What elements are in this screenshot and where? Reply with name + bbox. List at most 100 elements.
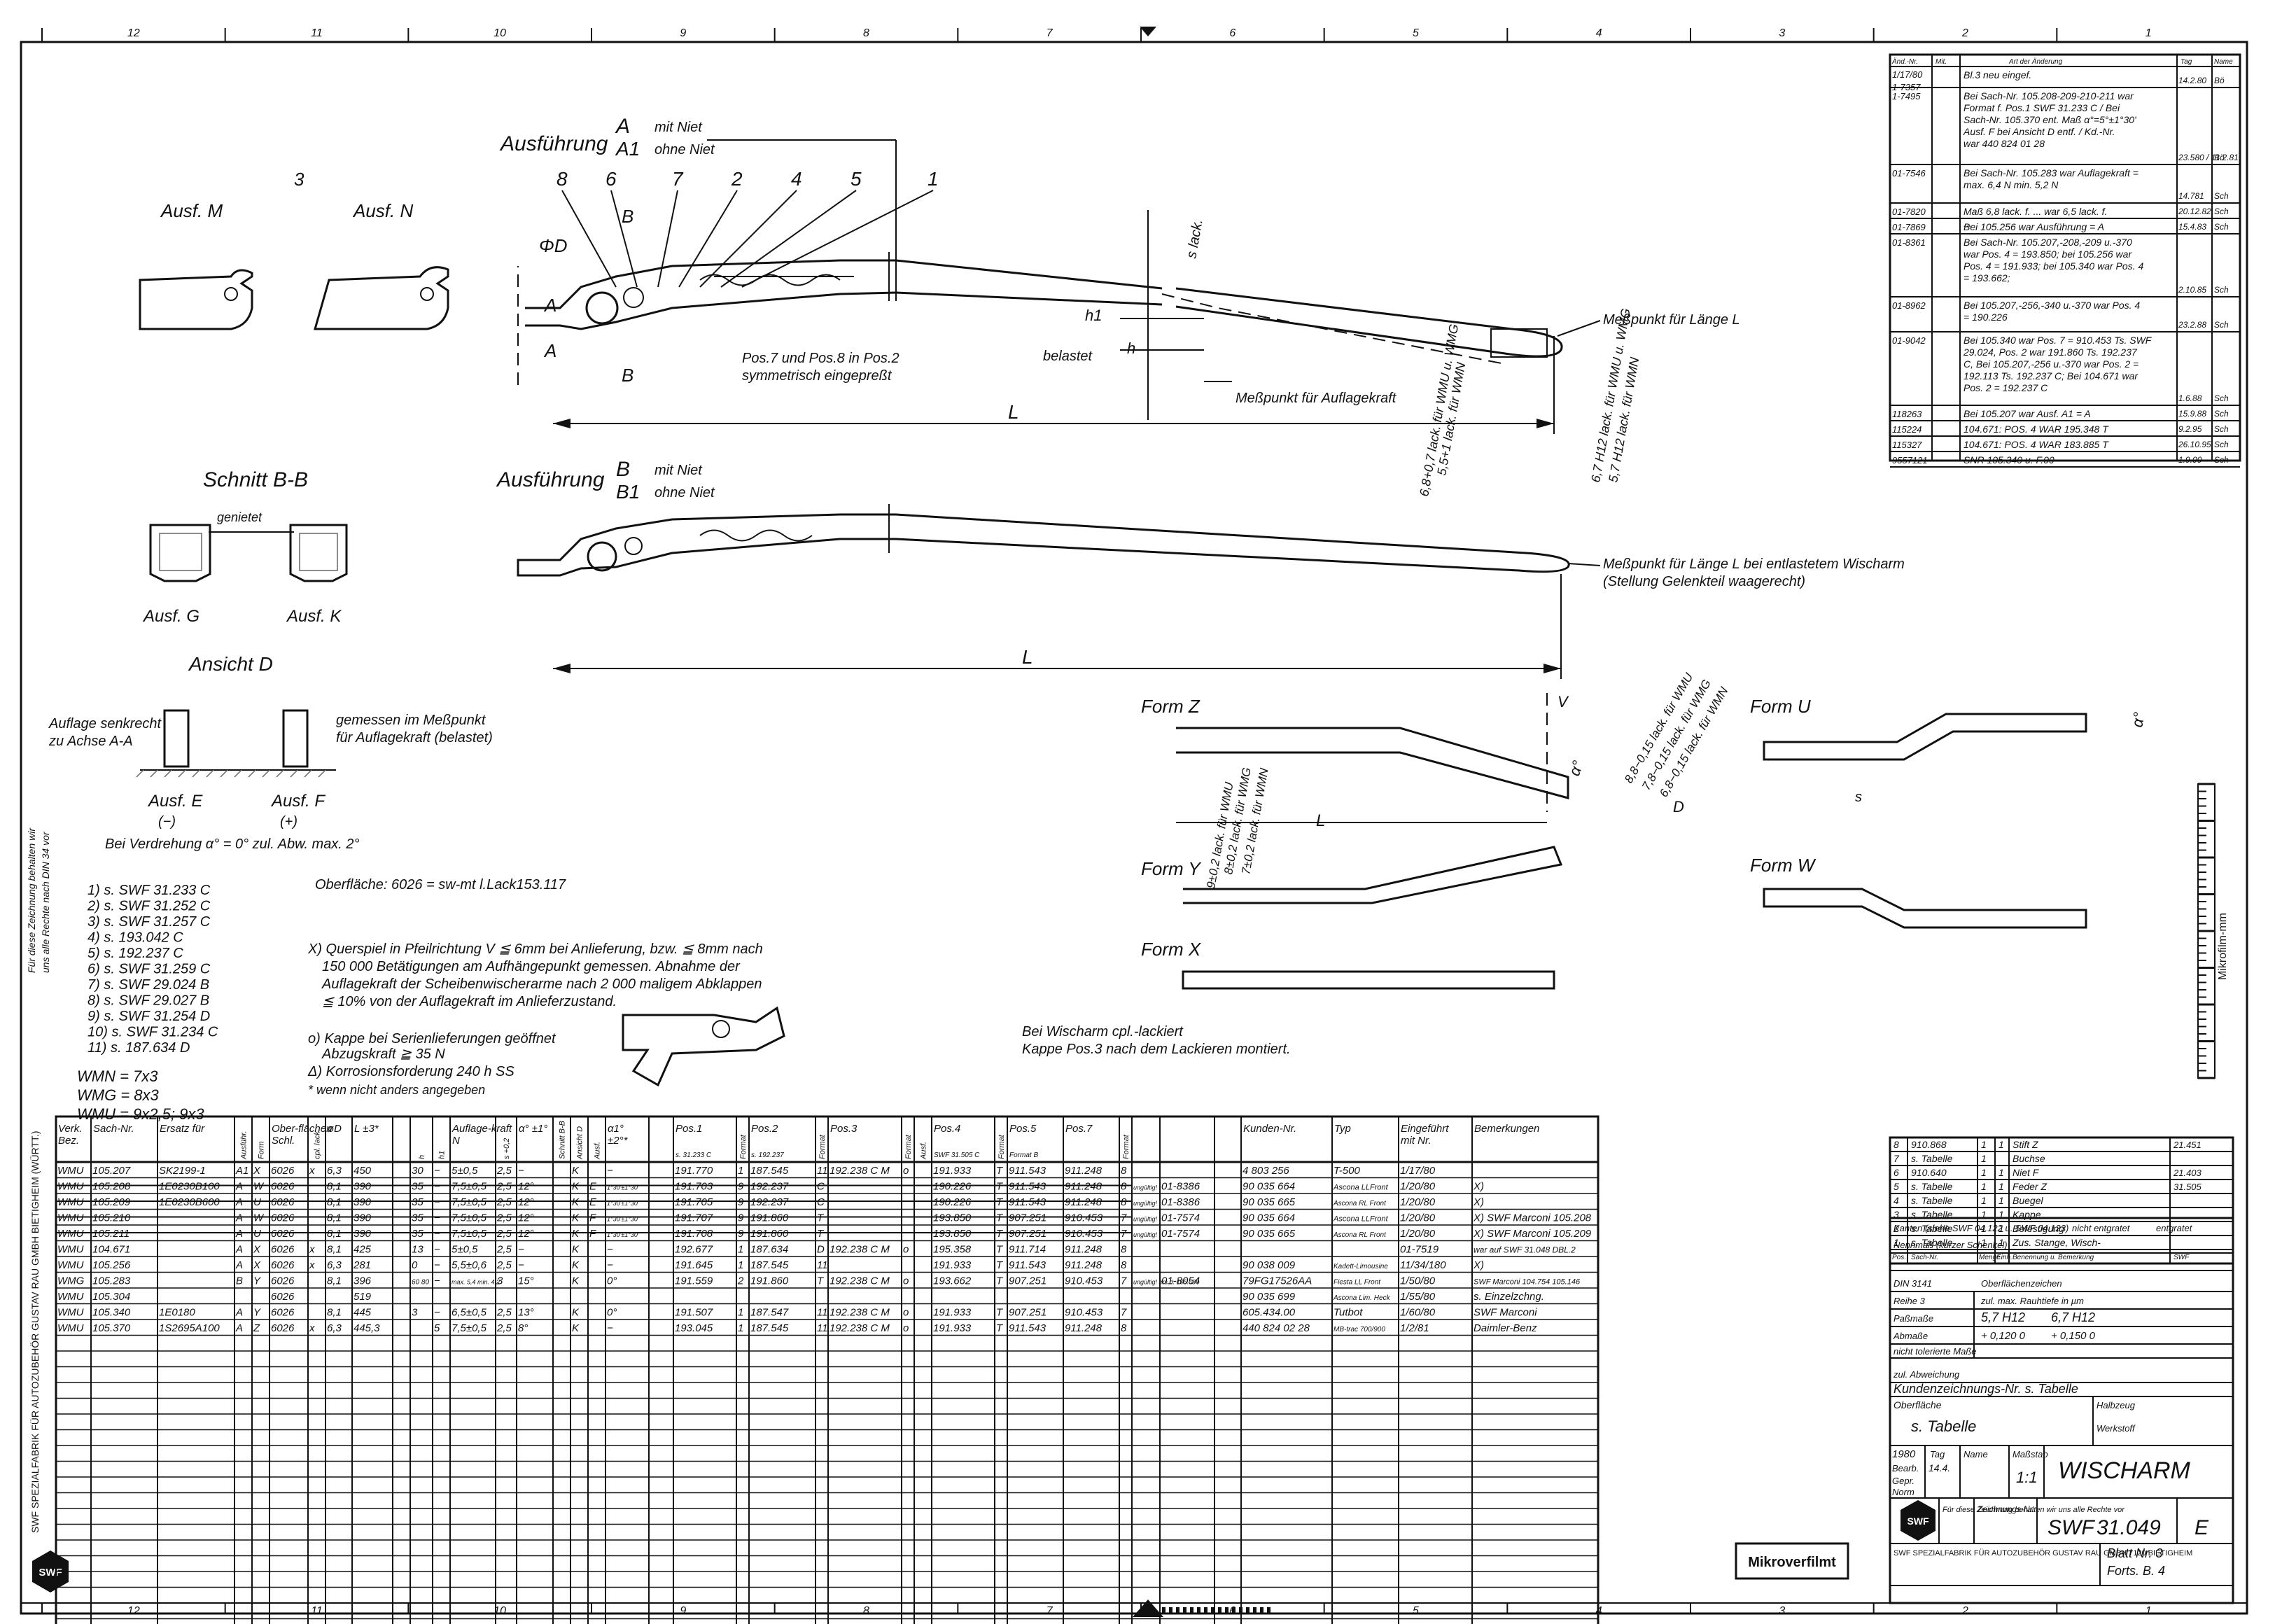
table-cell: 440 824 02 28 bbox=[1242, 1322, 1310, 1334]
ausfuehrung-a-label: A bbox=[615, 115, 630, 138]
pos-label-5: 5 bbox=[850, 168, 862, 190]
rev-text: SNR 105.340 u. F.00 bbox=[1963, 454, 2054, 465]
din-3141-label: DIN 3141 bbox=[1893, 1278, 1932, 1289]
table-header-18: α1°±2°* bbox=[608, 1123, 629, 1147]
delta-note: Δ) Korrosionsforderung 240 h SS bbox=[307, 1064, 514, 1079]
table-subheader-pos5: Format B bbox=[1009, 1152, 1038, 1159]
werkstoff-label: Werkstoff bbox=[2096, 1423, 2136, 1434]
parts-footer-5: SWF bbox=[2174, 1254, 2190, 1261]
ausf-e-sign: (−) bbox=[158, 814, 176, 830]
star-note: * wenn nicht anders angegeben bbox=[308, 1083, 485, 1097]
table-cell: 2,5 bbox=[496, 1212, 512, 1224]
table-cell: − bbox=[434, 1307, 440, 1319]
table-cell: W bbox=[253, 1212, 265, 1224]
parts-unit: 1 bbox=[1998, 1195, 2004, 1206]
abmass-1: + 0,120 0 bbox=[1981, 1330, 2026, 1342]
rev-day: 26.10.95 bbox=[2178, 440, 2211, 449]
table-cell: 390 bbox=[354, 1181, 372, 1193]
table-header-24: Pos.3 bbox=[830, 1123, 858, 1135]
parts-qty: 1 bbox=[1981, 1195, 1987, 1206]
form-x-label: Form X bbox=[1141, 939, 1202, 960]
table-cell: 605.434.00 bbox=[1242, 1307, 1296, 1319]
rev-name: Bö bbox=[2214, 153, 2225, 162]
table-cell: 01-8386 bbox=[1161, 1181, 1200, 1193]
table-cell: 6026 bbox=[271, 1165, 295, 1177]
table-cell: 9 bbox=[738, 1212, 744, 1224]
table-cell: 8 bbox=[1121, 1165, 1127, 1177]
table-header-20: Pos.1 bbox=[676, 1123, 702, 1135]
table-cell: 11/34/180 bbox=[1400, 1259, 1446, 1271]
table-cell: 911.543 bbox=[1009, 1165, 1046, 1177]
rev-name: Sch bbox=[2214, 424, 2229, 434]
ref-note-7: 7) s. SWF 29.024 B bbox=[88, 977, 209, 993]
rev-text: Bei 105.207 war Ausf. A1 = A bbox=[1963, 408, 2091, 419]
table-cell: 105.210 bbox=[92, 1212, 131, 1224]
table-header-17: Ausf. bbox=[594, 1142, 602, 1160]
table-cell: 6026 bbox=[271, 1196, 295, 1208]
parts-name: Buegel bbox=[2012, 1195, 2043, 1206]
table-cell: 192.677 bbox=[675, 1244, 713, 1256]
ref-note-8: 8) s. SWF 29.027 B bbox=[88, 993, 209, 1009]
table-cell: 7,5±0,5 bbox=[451, 1212, 487, 1224]
table-cell: W bbox=[253, 1181, 265, 1193]
table-cell: 12° bbox=[518, 1196, 534, 1208]
table-cell: WMU bbox=[57, 1181, 84, 1193]
table-cell: 396 bbox=[354, 1275, 372, 1287]
zul-abw-label: zul. Abweichung bbox=[1893, 1369, 1960, 1380]
rev-text: Maß 6,8 lack. f. ... war 6,5 lack. f.... bbox=[1963, 206, 2107, 229]
table-cell: 191.645 bbox=[675, 1259, 713, 1271]
table-cell: 8,1 bbox=[327, 1212, 342, 1224]
view-ansicht-d: Ansicht D Auflage senkrecht zu Achse A-A… bbox=[48, 653, 493, 852]
table-cell: T bbox=[996, 1275, 1004, 1287]
table-cell: 12° bbox=[518, 1228, 534, 1240]
table-cell: 11 bbox=[817, 1259, 828, 1271]
table-cell: 35 bbox=[412, 1212, 424, 1224]
table-cell: − bbox=[434, 1259, 440, 1271]
table-cell: 1°30'±1°30' bbox=[607, 1184, 639, 1191]
parts-qty: 1 bbox=[1981, 1139, 1987, 1150]
table-cell: 6026 bbox=[271, 1307, 295, 1319]
ausf-f-sign: (+) bbox=[280, 814, 298, 830]
rev-name: Sch bbox=[2214, 222, 2229, 232]
zone-bottom-11: 11 bbox=[311, 1605, 323, 1617]
table-cell: war auf SWF 31.048 DBL.2 bbox=[1474, 1245, 1576, 1255]
table-header-13: s +0,2 bbox=[503, 1138, 511, 1159]
parts-ref: 21.403 bbox=[2173, 1168, 2202, 1178]
table-cell: 105.283 bbox=[92, 1275, 131, 1287]
forts-label: Forts. B. 4 bbox=[2107, 1564, 2165, 1578]
scale-value: 1:1 bbox=[2016, 1469, 2038, 1486]
table-cell: 2,5 bbox=[496, 1196, 512, 1208]
title-block: Kanten (siehe SWF 04.122 u. SWF 04.123) … bbox=[1735, 1217, 2234, 1604]
auflage-2: zu Achse A-A bbox=[48, 734, 133, 749]
form-z-label: Form Z bbox=[1141, 696, 1200, 717]
table-cell: 11 bbox=[817, 1307, 828, 1319]
table-cell: 390 bbox=[354, 1228, 372, 1240]
ausfuehrung-a1-label: A1 bbox=[615, 138, 640, 160]
table-cell: 01-8386 bbox=[1161, 1196, 1200, 1208]
parts-ref: 21.451 bbox=[2173, 1140, 2202, 1150]
table-cell: X bbox=[253, 1259, 261, 1271]
parts-footer-2: Menge bbox=[1979, 1254, 2001, 1261]
table-cell: 60 80 bbox=[412, 1279, 429, 1287]
form-d-label: D bbox=[1673, 798, 1684, 816]
rev-number: 01-7869 bbox=[1892, 222, 1926, 232]
table-cell: − bbox=[607, 1259, 613, 1271]
parts-qty: 1 bbox=[1981, 1237, 1987, 1248]
table-cell: E bbox=[589, 1196, 597, 1208]
view-ausf-m-n: Ausf. M Ausf. N 3 bbox=[139, 169, 449, 330]
form-alpha-u: α° bbox=[2128, 710, 2148, 729]
table-cell: 191.770 bbox=[675, 1165, 713, 1177]
table-cell: 193.045 bbox=[675, 1322, 713, 1334]
table-cell: o bbox=[903, 1165, 909, 1177]
table-header-28: Format bbox=[997, 1134, 1006, 1159]
table-cell: 7,5±0,5 bbox=[451, 1322, 487, 1334]
table-cell: − bbox=[434, 1196, 440, 1208]
rev-day: 23.580 / 11.2.81 bbox=[2178, 153, 2239, 162]
table-cell: T bbox=[996, 1196, 1004, 1208]
rev-number: 01-8962 bbox=[1892, 300, 1926, 311]
ref-note-1: 1) s. SWF 31.233 C bbox=[88, 883, 211, 898]
